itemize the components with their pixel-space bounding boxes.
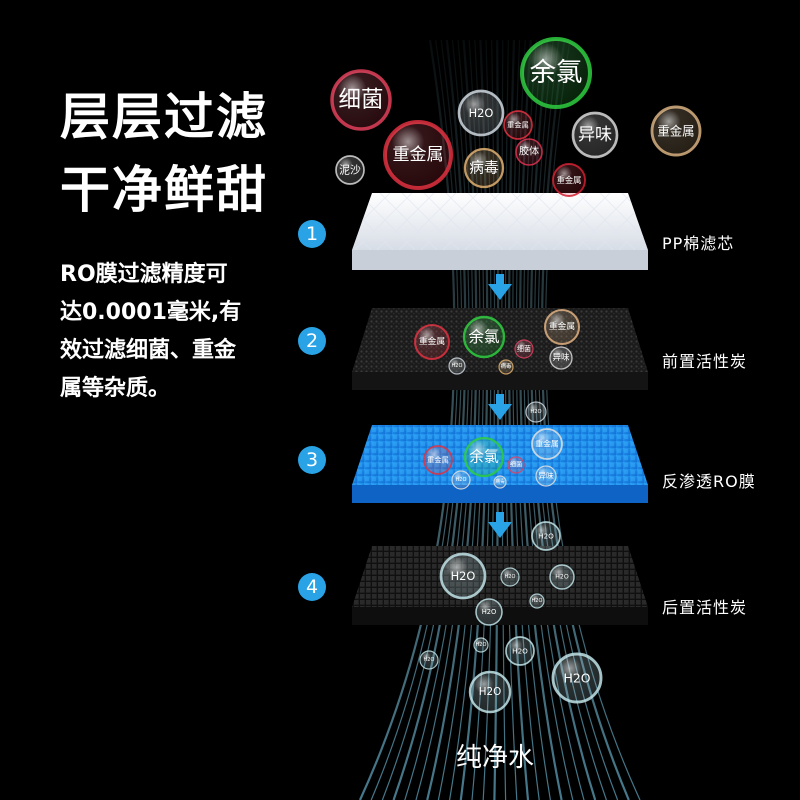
contaminant-bubble: 重金属 — [423, 445, 453, 475]
bubble-label: H2O — [479, 686, 501, 698]
flow-arrow-icon — [488, 512, 512, 538]
layer-label-pre-carbon: 前置活性炭 — [662, 352, 748, 371]
contaminant-bubble: H2O — [457, 89, 505, 137]
bubble-label: H2O — [538, 532, 554, 541]
bubble-label: 异味 — [552, 352, 570, 363]
contaminant-bubble: 重金属 — [650, 105, 702, 157]
bubble-label: 胶体 — [519, 145, 539, 158]
contaminant-bubble: H2O — [525, 401, 547, 423]
contaminant-bubble: 病毒 — [498, 359, 514, 375]
contaminant-bubble: H2O — [451, 470, 471, 490]
description-line: 属等杂质。 — [60, 376, 171, 401]
bubble-label: 重金属 — [507, 121, 529, 130]
contaminant-bubble: 泥沙 — [335, 155, 365, 185]
bubble-label: H2O — [482, 608, 497, 616]
bubble-label: H2O — [532, 598, 543, 604]
contaminant-bubble: 细菌 — [514, 339, 534, 359]
contaminant-bubble: H2O — [419, 650, 439, 670]
contaminant-bubble: 重金属 — [383, 120, 453, 190]
bubble-label: 病毒 — [501, 362, 512, 370]
contaminant-bubble: H2O — [439, 552, 487, 600]
bubble-label: H2O — [456, 477, 467, 483]
bubble-label: H2O — [424, 657, 435, 663]
contaminant-bubble: 细菌 — [330, 69, 392, 131]
contaminant-bubble: 余氯 — [462, 315, 506, 359]
layer-label-ro-membrane: 反渗透RO膜 — [662, 472, 756, 491]
description: RO膜过滤精度可 达0.0001毫米,有 效过滤细菌、重金 属等杂质。 — [60, 256, 270, 408]
step-badge-3: 3 — [298, 446, 326, 474]
contaminant-bubble: 重金属 — [531, 428, 563, 460]
contaminant-bubble: H2O — [473, 637, 489, 653]
bubble-label: 余氯 — [530, 58, 583, 88]
bubble-label: H2O — [555, 574, 569, 581]
contaminant-bubble: 异味 — [535, 465, 557, 487]
bubble-label: 异味 — [538, 471, 554, 481]
step-badge-2: 2 — [298, 327, 326, 355]
bubble-label: H2O — [564, 671, 591, 686]
contaminant-bubble: H2O — [468, 670, 512, 714]
bubble-label: 重金属 — [427, 456, 449, 465]
flow-arrow-icon — [488, 394, 512, 420]
bubble-label: 细菌 — [517, 344, 531, 353]
bubble-label: H2O — [451, 569, 476, 583]
description-line: 达0.0001毫米,有 — [60, 300, 242, 325]
step-badge-1: 1 — [298, 220, 326, 248]
contaminant-bubble: 重金属 — [543, 308, 581, 346]
step-badge-4: 4 — [298, 573, 326, 601]
bubble-label: H2O — [452, 363, 463, 369]
headline-line-1: 层层过滤 — [60, 88, 268, 146]
contaminant-bubble: 余氯 — [519, 36, 593, 110]
bubble-label: 细菌 — [510, 461, 522, 469]
bubble-label: 余氯 — [468, 327, 499, 346]
bubble-label: 重金属 — [419, 335, 445, 347]
contaminant-bubble: 细菌 — [507, 456, 525, 474]
bubble-label: 细菌 — [339, 87, 384, 113]
flow-arrow-icon — [488, 274, 512, 300]
contaminant-bubble: 病毒 — [463, 147, 505, 189]
bubble-label: 重金属 — [557, 175, 582, 185]
bubble-label: 重金属 — [392, 145, 443, 165]
headline-line-2: 干净鲜甜 — [60, 161, 268, 219]
bubble-label: 病毒 — [469, 160, 499, 177]
contaminant-bubble: H2O — [531, 521, 561, 551]
bubble-label: H2O — [512, 647, 528, 656]
contaminant-bubble: 重金属 — [503, 110, 533, 140]
contaminant-bubble: H2O — [529, 593, 545, 609]
bubble-label: 重金属 — [657, 124, 694, 139]
contaminant-bubble: H2O — [549, 564, 575, 590]
bubble-label: 泥沙 — [339, 164, 361, 177]
bubble-label: H2O — [530, 409, 541, 415]
description-line: RO膜过滤精度可 — [60, 262, 228, 287]
pp-cotton-layer — [352, 193, 648, 270]
bubble-label: H2O — [469, 106, 494, 120]
layer-label-post-carbon: 后置活性炭 — [662, 598, 748, 617]
contaminant-bubble: 异味 — [549, 346, 573, 370]
contaminant-bubble: 胶体 — [515, 138, 543, 166]
contaminant-bubble: 重金属 — [552, 163, 586, 197]
contaminant-bubble: 余氯 — [463, 436, 505, 478]
contaminant-bubble: H2O — [505, 636, 535, 666]
contaminant-bubble: H2O — [551, 652, 603, 704]
bubble-label: 重金属 — [535, 439, 558, 449]
contaminant-bubble: H2O — [475, 598, 503, 626]
description-line: 效过滤细菌、重金 — [60, 338, 237, 363]
bubble-label: 重金属 — [549, 320, 575, 332]
contaminant-bubble: H2O — [448, 357, 466, 375]
bubble-label: H2O — [505, 574, 516, 580]
layer-label-pp-cotton: PP棉滤芯 — [662, 234, 735, 253]
contaminant-bubble: 病毒 — [493, 475, 507, 489]
bubble-label: 病毒 — [495, 478, 505, 485]
contaminant-bubble: 异味 — [571, 111, 619, 159]
outcome-label: 纯净水 — [456, 743, 535, 773]
bubble-label: 余氯 — [469, 448, 499, 466]
bubble-label: H2O — [476, 642, 487, 648]
contaminant-bubble: 重金属 — [413, 323, 451, 361]
bubble-label: 异味 — [578, 125, 612, 145]
contaminant-bubble: H2O — [500, 567, 520, 587]
